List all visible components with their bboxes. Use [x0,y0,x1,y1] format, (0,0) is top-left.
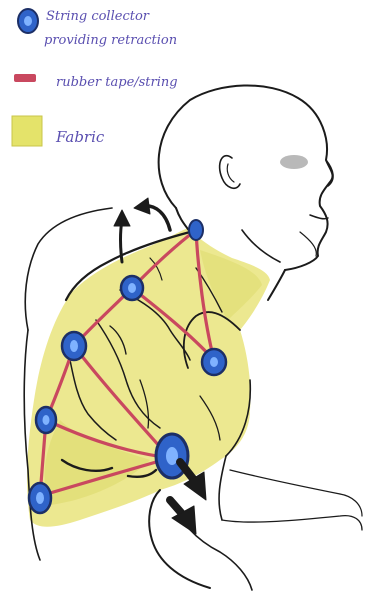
neck-back [176,208,190,232]
ear-outline [220,156,240,189]
curved-arrow-icon [134,198,170,230]
hand-outline [340,494,362,516]
forearm-outline [222,516,362,530]
down-arrow-icon-2 [170,500,196,534]
collector-bottom [29,483,51,513]
collector-neck [189,220,203,240]
neck-front [268,270,285,300]
blue-dot-highlight [24,16,32,26]
legend-label-string-collector-line1: String collector [46,9,150,24]
yellow-square-icon [12,116,42,146]
legend-item-rubber-tape: rubber tape/string [14,74,178,90]
chin-shadow [300,232,316,256]
eye-shading [280,155,308,169]
collector-upper-back [121,276,143,300]
red-line-icon [14,74,36,82]
collector-mid-back [62,332,86,360]
legend-label-rubber-tape: rubber tape/string [56,75,178,90]
legend-item-string-collector: String collector providing retraction [18,9,177,48]
jaw-line [242,230,280,262]
legend-label-fabric: Fabric [55,128,105,146]
collector-highlight [70,340,78,352]
collector-lower-back [36,407,56,433]
up-arrow-icon [114,210,130,262]
collector-dot [189,220,203,240]
legend-label-string-collector-line2: providing retraction [44,33,177,48]
legend: String collector providing retraction ru… [12,9,178,146]
collector-highlight [43,415,50,425]
upper-arm-front [219,456,226,520]
legend-item-fabric: Fabric [12,116,105,146]
forearm-lower [230,470,340,494]
collector-highlight [36,492,44,504]
ear-inner [227,164,234,182]
collector-highlight [210,357,218,367]
collector-highlight [128,283,136,293]
collector-shoulder [202,349,226,375]
